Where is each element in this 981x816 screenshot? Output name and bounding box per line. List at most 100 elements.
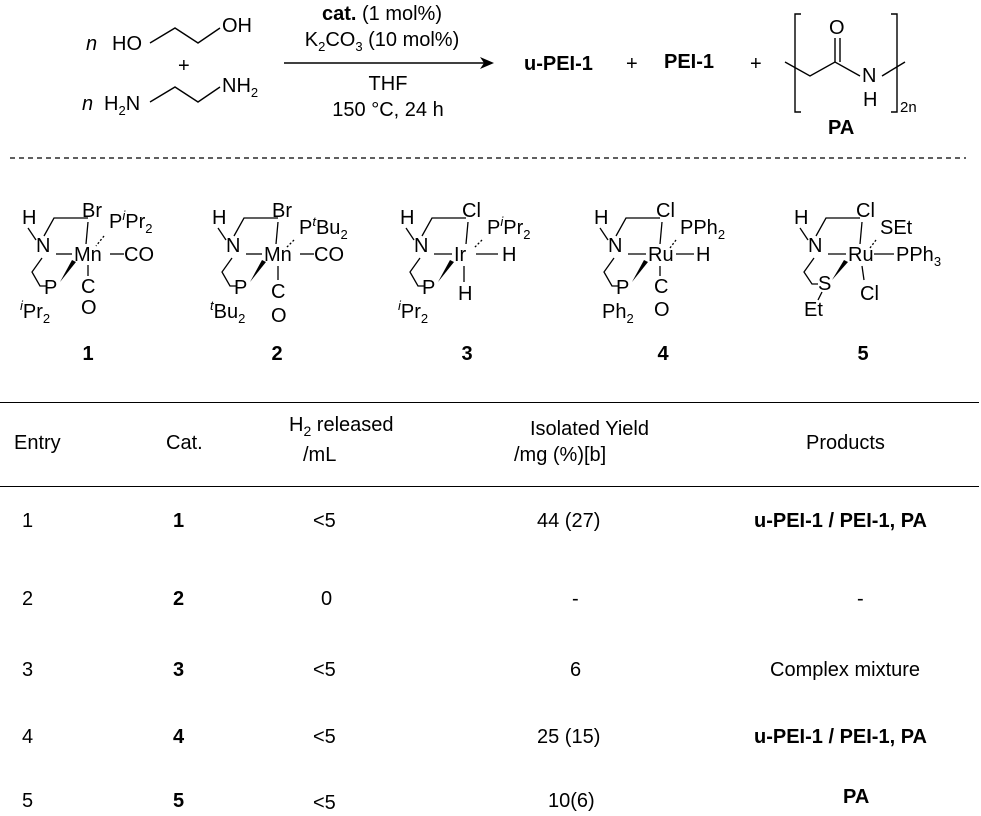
svg-text:N: N <box>808 235 822 257</box>
table-row-2-products: - <box>857 588 864 610</box>
svg-text:Cl: Cl <box>856 200 875 222</box>
table-row-2-entry: 2 <box>22 588 34 610</box>
svg-text:N: N <box>414 235 428 257</box>
table-row-5-yield: 10(6) <box>548 790 595 812</box>
svg-text:iPr2: iPr2 <box>398 298 428 326</box>
header-yield: Isolated Yield <box>530 418 649 440</box>
polyamide-structure <box>784 13 906 113</box>
svg-text:Cl: Cl <box>656 200 675 222</box>
svg-text:H: H <box>502 244 516 266</box>
pa-subscript: 2n <box>900 99 917 116</box>
n-coefficient-2: n <box>82 93 93 115</box>
header-h2-released: H2 released <box>289 414 394 439</box>
svg-text:O: O <box>81 297 97 319</box>
diol-oh: OH <box>222 15 252 37</box>
svg-text:PtBu2: PtBu2 <box>299 214 348 242</box>
svg-text:PiPr2: PiPr2 <box>487 214 530 242</box>
svg-text:C: C <box>654 276 668 298</box>
svg-text:tBu2: tBu2 <box>210 298 245 326</box>
plus-sign-2: + <box>626 53 638 75</box>
svg-text:H: H <box>212 207 226 229</box>
svg-text:P: P <box>234 277 247 299</box>
svg-text:H: H <box>696 244 710 266</box>
svg-text:Br: Br <box>272 200 292 222</box>
svg-text:Ru: Ru <box>648 244 674 266</box>
catalyst-label-4: 4 <box>657 343 669 365</box>
catalyst-label-5: 5 <box>857 343 868 365</box>
condition-solvent: THF <box>369 73 408 95</box>
catalyst-label-1: 1 <box>82 343 93 365</box>
svg-text:Ph2: Ph2 <box>602 301 634 326</box>
diamine-h2n: H2N <box>104 93 140 118</box>
catalyst-1-structure: H N Mn Br PiPr2 CO C O P iPr2 <box>20 200 154 326</box>
svg-text:Et: Et <box>804 299 823 321</box>
header-entry: Entry <box>14 432 61 454</box>
svg-text:S: S <box>818 273 831 295</box>
svg-text:Mn: Mn <box>264 244 292 266</box>
svg-text:PPh2: PPh2 <box>680 217 725 242</box>
svg-text:O: O <box>271 305 287 327</box>
svg-text:O: O <box>654 299 670 321</box>
pa-hydrogen: H <box>863 89 877 111</box>
table-row-1-yield: 44 (27) <box>537 510 601 532</box>
product-u-pei-1: u-PEI-1 <box>524 53 593 75</box>
table-row-5-products: PA <box>843 786 870 808</box>
svg-text:H: H <box>22 207 36 229</box>
svg-text:C: C <box>271 281 285 303</box>
svg-text:PiPr2: PiPr2 <box>109 208 152 236</box>
catalyst-label-3: 3 <box>461 343 472 365</box>
table-header-rule <box>0 486 979 487</box>
svg-text:Cl: Cl <box>462 200 481 222</box>
svg-text:CO: CO <box>314 244 344 266</box>
header-cat: Cat. <box>166 432 203 454</box>
diol-skeleton <box>149 27 221 44</box>
header-products: Products <box>806 432 885 454</box>
svg-text:H: H <box>594 207 608 229</box>
table-row-1-cat: 1 <box>173 510 185 532</box>
svg-text:Mn: Mn <box>74 244 102 266</box>
catalyst-2-structure: H N Mn Br PtBu2 CO C O P tBu2 <box>210 200 348 327</box>
table-row-3-cat: 3 <box>173 659 185 681</box>
catalyst-label-2: 2 <box>271 343 282 365</box>
svg-text:Ru: Ru <box>848 244 874 266</box>
svg-text:N: N <box>226 235 240 257</box>
catalyst-5-structure: H N Ru Cl SEt PPh3 Cl S Et <box>794 200 941 321</box>
svg-text:P: P <box>616 277 629 299</box>
product-pei-1: PEI-1 <box>664 51 714 73</box>
condition-base: K2CO3 (10 mol%) <box>305 29 460 54</box>
table-row-4-yield: 25 (15) <box>537 726 601 748</box>
catalyst-3-structure: H N Ir Cl PiPr2 H H P iPr2 <box>398 200 530 326</box>
svg-text:P: P <box>44 277 57 299</box>
table-row-5-h2: <5 <box>313 792 336 814</box>
reaction-scheme: n HO OH + n H2N NH2 cat. (1 mol%) K2CO3 … <box>10 3 966 365</box>
diamine-skeleton <box>149 86 221 103</box>
svg-text:H: H <box>794 207 808 229</box>
table-row-2-yield: - <box>572 588 579 610</box>
svg-text:C: C <box>81 276 95 298</box>
table-row-1-h2: <5 <box>313 510 336 532</box>
svg-text:Ir: Ir <box>454 244 467 266</box>
svg-text:SEt: SEt <box>880 217 913 239</box>
table-row-3-entry: 3 <box>22 659 34 681</box>
svg-text:N: N <box>608 235 622 257</box>
table-row-1-products: u-PEI-1 / PEI-1, PA <box>754 510 927 532</box>
condition-catalyst: cat. (1 mol%) <box>322 3 442 25</box>
table-row-5-entry: 5 <box>22 790 34 812</box>
svg-text:H: H <box>400 207 414 229</box>
table-row-1-entry: 1 <box>22 510 34 532</box>
pa-label: PA <box>828 117 854 139</box>
header-yield-unit: /mg (%)[b] <box>514 444 607 466</box>
svg-text:CO: CO <box>124 244 154 266</box>
pa-carbonyl-o: O <box>829 17 845 39</box>
table-row-4-cat: 4 <box>173 726 185 748</box>
plus-sign-1: + <box>178 55 190 77</box>
table-row-5-cat: 5 <box>173 790 185 812</box>
svg-text:P: P <box>422 277 435 299</box>
svg-text:iPr2: iPr2 <box>20 298 50 326</box>
svg-text:Cl: Cl <box>860 283 879 305</box>
plus-sign-3: + <box>750 53 762 75</box>
svg-text:N: N <box>36 235 50 257</box>
table-row-2-h2: 0 <box>321 588 333 610</box>
table-row-3-yield: 6 <box>570 659 582 681</box>
table-row-2-cat: 2 <box>173 588 185 610</box>
